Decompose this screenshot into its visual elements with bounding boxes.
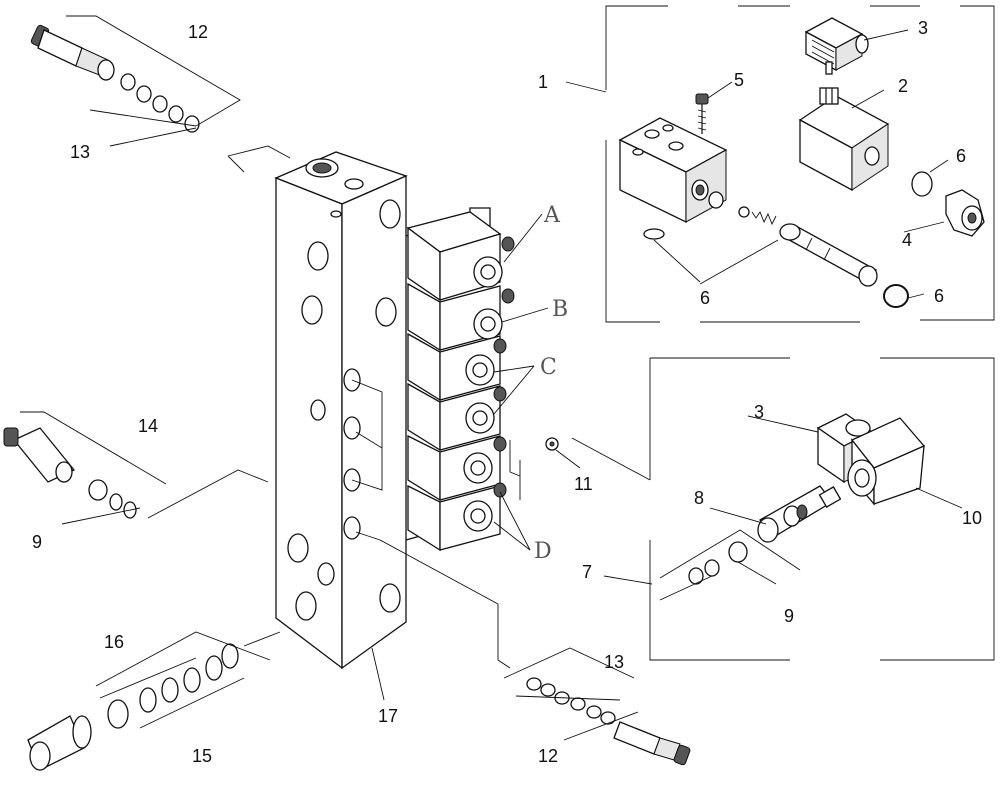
nut-part-4 (945, 189, 985, 237)
detail-box-coil-cartridge (571, 357, 995, 661)
o-rings-part-9 (659, 529, 801, 601)
callout-9-left: 9 (32, 532, 42, 552)
callout-12-top: 12 (188, 22, 208, 42)
callout-3-mid: 3 (754, 402, 764, 422)
spring-and-poppet (708, 191, 777, 226)
callout-leaders (371, 29, 963, 701)
callout-6-body: 6 (700, 288, 710, 308)
callout-2: 2 (898, 76, 908, 96)
callout-8: 8 (694, 488, 704, 508)
coil-part-10 (847, 417, 926, 506)
relief-cartridge-12-top (30, 15, 291, 173)
callout-16: 16 (104, 632, 124, 652)
relief-cartridge-12-bottom (503, 647, 691, 766)
manifold-block-17 (274, 151, 408, 670)
coil-part-2 (798, 87, 890, 192)
port-label-b: B (552, 297, 568, 322)
connector-part-3-top (804, 17, 869, 75)
valve-block-detail (618, 117, 728, 224)
callout-11: 11 (574, 474, 593, 494)
callout-14: 14 (138, 416, 158, 436)
washer-part-11 (545, 437, 559, 451)
callout-1: 1 (538, 72, 548, 92)
callout-6-ring: 6 (934, 286, 944, 306)
solenoid-valve-stack (405, 207, 515, 552)
callout-6-coil: 6 (956, 146, 966, 166)
callout-3-top: 3 (918, 18, 928, 38)
port-labels: A B C D (534, 203, 568, 564)
port-label-d: D (534, 539, 552, 564)
callout-7: 7 (582, 562, 592, 582)
cartridge-15 (27, 631, 281, 771)
callout-5: 5 (734, 70, 744, 90)
cartridge-part-8 (757, 485, 842, 543)
callout-labels: 1 2 3 3 4 5 6 6 6 7 8 9 9 10 11 12 12 13… (32, 18, 982, 766)
callout-17: 17 (378, 706, 398, 726)
callout-10: 10 (962, 508, 982, 528)
callout-12-bottom: 12 (538, 746, 558, 766)
cartridge-14 (3, 411, 269, 525)
callout-13-bottom: 13 (604, 652, 624, 672)
callout-13-top: 13 (70, 142, 90, 162)
bolt-part-5 (695, 93, 709, 134)
port-label-c: C (540, 355, 557, 380)
cartridge-detail-1 (779, 223, 878, 287)
o-ring-6-coil (911, 171, 933, 197)
callout-15: 15 (192, 746, 212, 766)
callout-4: 4 (902, 230, 912, 250)
detail-box-solenoid-valve (605, 5, 995, 323)
callout-9-right: 9 (784, 606, 794, 626)
o-ring-6-small (643, 228, 665, 240)
o-ring-6-large (883, 284, 909, 308)
port-label-a: A (543, 203, 561, 228)
port-leader-lines (351, 379, 521, 669)
